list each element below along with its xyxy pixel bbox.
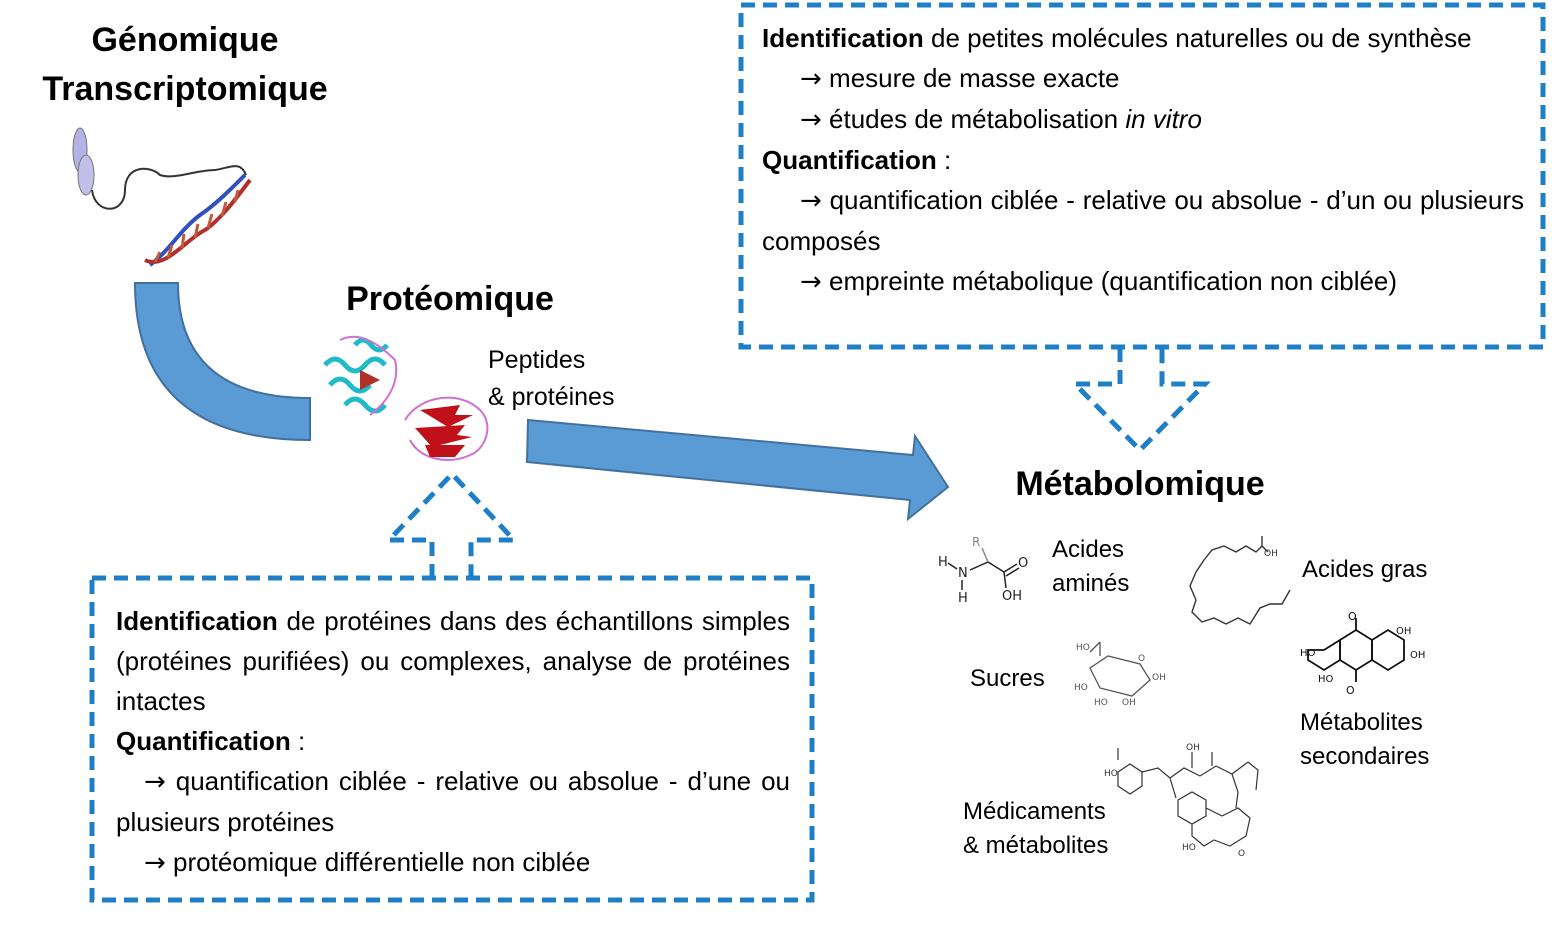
proteomics-quant-bold: Quantification [116, 726, 291, 756]
metabolomics-item-1-text: mesure de masse exacte [829, 63, 1120, 93]
metabolomics-ident-bold: Identification [762, 23, 924, 53]
svg-text:H: H [958, 591, 968, 606]
acides-amines-label: Acides aminés [1052, 533, 1129, 601]
svg-text:HO: HO [1300, 648, 1316, 659]
proteomics-box-border [89, 575, 815, 903]
proteomique-title: Protéomique [346, 280, 554, 318]
arrow-right-icon: → [800, 186, 822, 216]
chromosome-dna-icon [72, 127, 252, 267]
proteomics-identification: Identification de protéines dans des éch… [116, 601, 790, 721]
proteomics-quantification: Quantification : [116, 721, 790, 761]
arrow-right-icon: → [800, 105, 822, 135]
metabolites-secondaires-label: Métabolites secondaires [1300, 706, 1429, 774]
svg-text:H: H [938, 555, 948, 570]
metabolomics-item-4-text: empreinte métabolique (quantification no… [829, 266, 1398, 296]
arrow-right-icon: → [800, 64, 822, 94]
peptides-line-1: Peptides [488, 346, 586, 374]
arrow-right-icon: → [800, 267, 822, 297]
metabolomics-ident-rest: de petites molécules naturelles ou de sy… [923, 23, 1472, 53]
svg-text:OH: OH [1152, 673, 1166, 683]
medicaments-line-2: & métabolites [963, 832, 1109, 859]
proteomics-box: Identification de protéines dans des éch… [116, 601, 790, 883]
curved-arrow [133, 282, 311, 442]
metabolomics-item-2: → études de métabolisation in vitro [762, 99, 1524, 140]
metabolomics-item-1: → mesure de masse exacte [762, 58, 1524, 99]
acides-gras-label: Acides gras [1302, 556, 1428, 583]
drug-structure-icon: HO OH HO O [1104, 743, 1259, 859]
proteomics-item-1-text: quantification ciblée - relative ou abso… [116, 766, 790, 837]
svg-text:OH: OH [1396, 626, 1411, 637]
svg-text:HO: HO [1076, 643, 1090, 653]
metabolomics-item-2-text: études de métabolisation [829, 104, 1126, 134]
dashed-arrow-up [383, 470, 520, 578]
peptides-label: Peptides & protéines [488, 342, 614, 416]
acides-amines-line-2: aminés [1052, 570, 1130, 597]
metabolomics-item-3: → quantification ciblée - relative ou ab… [762, 180, 1524, 261]
metabolomics-quantification: Quantification : [762, 140, 1524, 180]
fatty-acid-structure-icon: OH [1189, 536, 1291, 625]
svg-text:R: R [972, 535, 980, 549]
svg-text:O: O [1018, 556, 1028, 571]
protein-structure-icon [323, 335, 489, 461]
arrow-right-icon: → [144, 767, 166, 797]
svg-text:HO: HO [1104, 769, 1118, 779]
proteomics-item-2: → protéomique différentielle non ciblée [116, 842, 790, 883]
svg-text:HO: HO [1074, 683, 1088, 693]
transcriptomique-title: Transcriptomique [42, 70, 328, 108]
sugar-structure-icon: HO O HO HO OH OH [1074, 641, 1166, 708]
genomique-title: Génomique [91, 21, 279, 59]
svg-text:OH: OH [1122, 698, 1136, 708]
metabolomics-quant-rest: : [936, 145, 952, 175]
metabolomics-item-4: → empreinte métabolique (quantification … [762, 261, 1524, 302]
metabolites-secondaires-line-2: secondaires [1300, 743, 1430, 770]
amino-acid-structure-icon: H N H R O OH [938, 535, 1028, 606]
svg-text:HO: HO [1094, 698, 1108, 708]
peptides-line-2: & protéines [488, 383, 615, 411]
medicaments-label: Médicaments & métabolites [963, 795, 1108, 863]
svg-text:HO: HO [1182, 843, 1196, 853]
metabolomics-box-border [738, 2, 1546, 350]
proteomics-ident-rest: de protéines dans des échantillons simpl… [116, 606, 790, 716]
metabolomics-item-3-text: quantification ciblée - relative ou abso… [762, 185, 1524, 256]
svg-text:OH: OH [1002, 589, 1022, 604]
svg-text:HO: HO [1318, 674, 1334, 685]
proteomics-item-2-text: protéomique différentielle non ciblée [173, 847, 591, 877]
svg-text:O: O [1346, 684, 1355, 697]
metabolomics-box: Identification de petites molécules natu… [762, 18, 1524, 302]
ellagic-acid-structure-icon: O O OH OH HO HO [1300, 610, 1425, 697]
svg-text:O: O [1348, 610, 1357, 623]
metabolomics-item-2-italic: in vitro [1125, 104, 1202, 134]
svg-text:OH: OH [1410, 650, 1425, 661]
main-arrow [525, 418, 950, 522]
metabolomique-title: Métabolomique [1015, 465, 1265, 503]
proteomics-quant-rest: : [290, 726, 306, 756]
svg-text:OH: OH [1186, 743, 1200, 753]
metabolomics-quant-bold: Quantification [762, 145, 937, 175]
svg-text:O: O [1238, 849, 1245, 859]
acides-amines-line-1: Acides [1052, 536, 1125, 563]
arrow-right-icon: → [144, 848, 166, 878]
medicaments-line-1: Médicaments [963, 798, 1106, 825]
sucres-label: Sucres [970, 665, 1045, 692]
proteomics-item-1: → quantification ciblée - relative ou ab… [116, 761, 790, 842]
svg-text:O: O [1138, 654, 1145, 664]
svg-text:OH: OH [1264, 549, 1278, 559]
metabolomics-identification: Identification de petites molécules natu… [762, 18, 1524, 58]
svg-text:N: N [958, 566, 968, 581]
dashed-arrow-down [1069, 348, 1211, 454]
proteomics-ident-bold: Identification [116, 606, 278, 636]
metabolites-secondaires-line-1: Métabolites [1300, 709, 1423, 736]
